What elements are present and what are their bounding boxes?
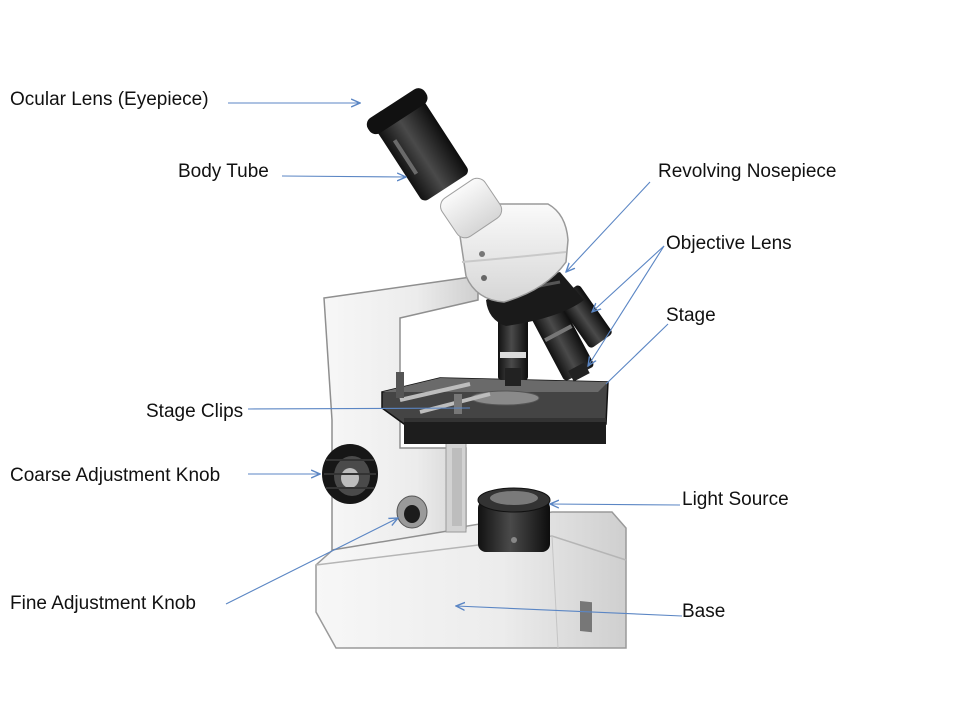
leader-stage (605, 323, 669, 385)
leader-objective-2 (588, 245, 665, 366)
microscope-head (440, 177, 569, 303)
leader-fine (225, 518, 398, 605)
leader-body-tube (281, 176, 406, 177)
label-ocular-lens: Ocular Lens (Eyepiece) (10, 89, 209, 110)
leader-light (550, 504, 681, 505)
stage-plate (381, 377, 609, 444)
label-fine-adjustment-knob: Fine Adjustment Knob (10, 593, 196, 614)
label-stage-clips: Stage Clips (146, 401, 244, 422)
leader-lines (225, 103, 683, 617)
label-body-tube: Body Tube (178, 161, 269, 182)
label-stage: Stage (666, 305, 716, 326)
label-revolving-nosepiece: Revolving Nosepiece (658, 161, 837, 182)
leader-nosepiece (566, 181, 651, 272)
leader-base (456, 606, 683, 617)
coarse-knob (322, 444, 378, 504)
label-objective-lens: Objective Lens (666, 233, 792, 254)
light-source (477, 487, 551, 552)
leader-objective-1 (592, 245, 665, 312)
label-coarse-adjustment-knob: Coarse Adjustment Knob (10, 465, 221, 486)
microscope-illustration (315, 88, 627, 649)
stage-clips (396, 372, 491, 414)
fine-knob (396, 495, 428, 529)
leader-stage-clips (247, 407, 471, 410)
label-light-source: Light Source (682, 489, 789, 510)
label-base: Base (682, 601, 726, 622)
body-tube (366, 88, 468, 201)
